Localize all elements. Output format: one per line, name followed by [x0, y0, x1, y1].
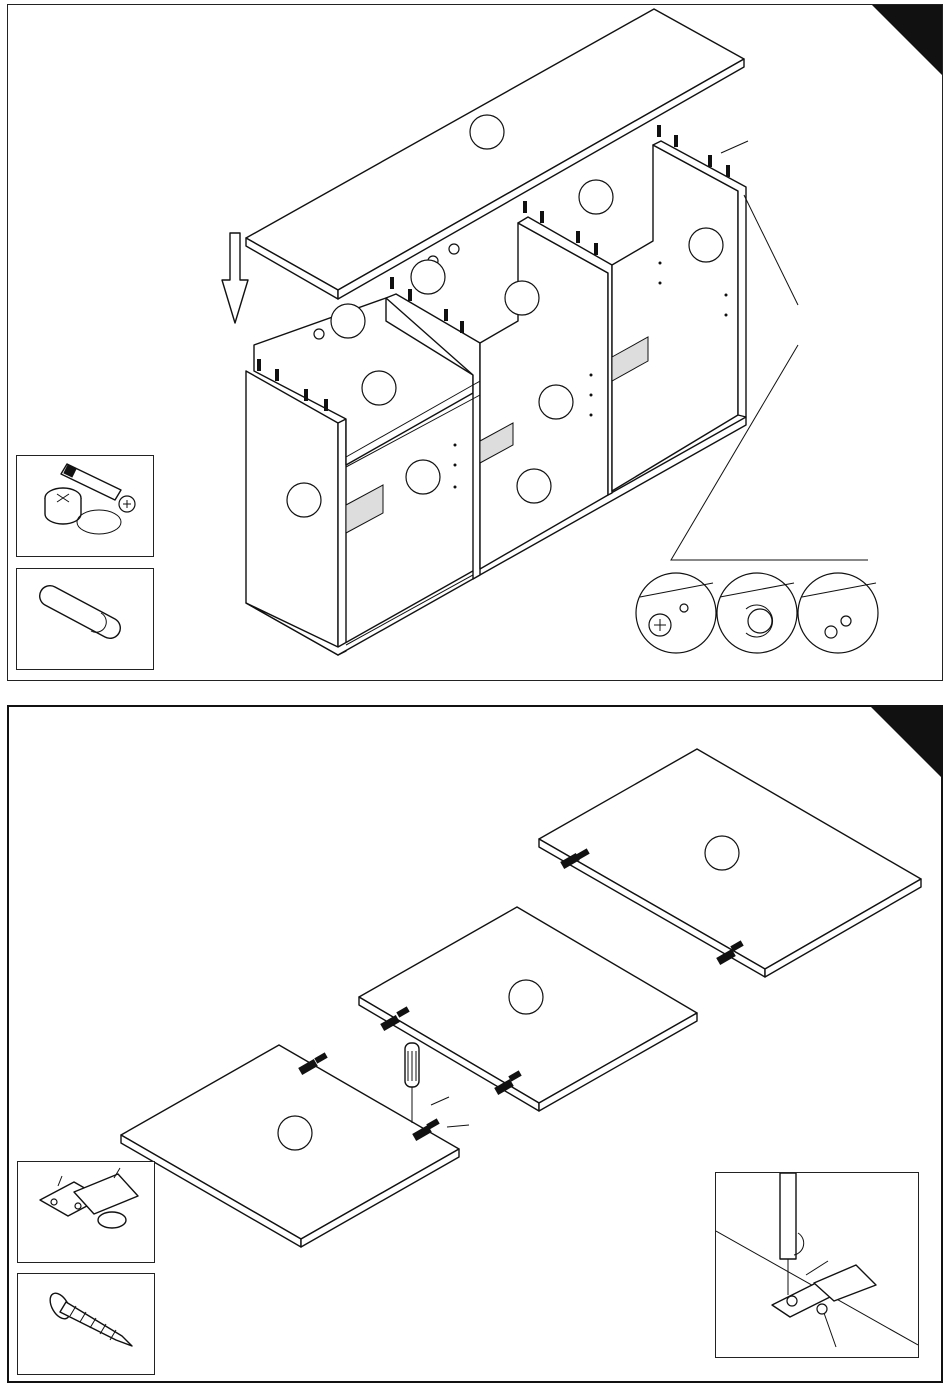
hinge-screw-detail-box: [715, 1172, 919, 1358]
screw-hardware-box: [17, 1273, 155, 1375]
hinge-screw-detail: [716, 1173, 918, 1357]
step-1-panel: [7, 4, 943, 681]
dowel-hardware-box: [16, 568, 154, 670]
wood-screw-icon: [18, 1274, 154, 1374]
part-marker-right-side: [689, 228, 723, 262]
part-marker-left-side: [287, 483, 321, 517]
cam-lock-detail-sequence: [636, 573, 878, 653]
hinge-hardware-box: [17, 1161, 155, 1263]
part-marker-door-right: [705, 836, 739, 870]
part-marker-back-middle: [411, 260, 445, 294]
wooden-dowel-icon: [17, 569, 153, 669]
part-marker-divider-left: [406, 460, 440, 494]
step-2-panel: [7, 705, 943, 1383]
part-marker-door-left: [278, 1116, 312, 1150]
part-marker-top-board: [470, 115, 504, 149]
part-marker-back-right-upper: [579, 180, 613, 214]
part-marker-shelf-left: [362, 371, 396, 405]
cam-lock-fitting-icon: [17, 456, 153, 556]
part-marker-door-middle: [509, 980, 543, 1014]
cam-lock-hardware-box: [16, 455, 154, 557]
part-marker-divider-right: [539, 385, 573, 419]
part-marker-shelf-middle: [505, 281, 539, 315]
cabinet-hinge-icon: [18, 1162, 154, 1262]
down-arrow-icon: [222, 233, 248, 323]
part-marker-bottom-middle: [517, 469, 551, 503]
part-marker-back-left: [331, 304, 365, 338]
